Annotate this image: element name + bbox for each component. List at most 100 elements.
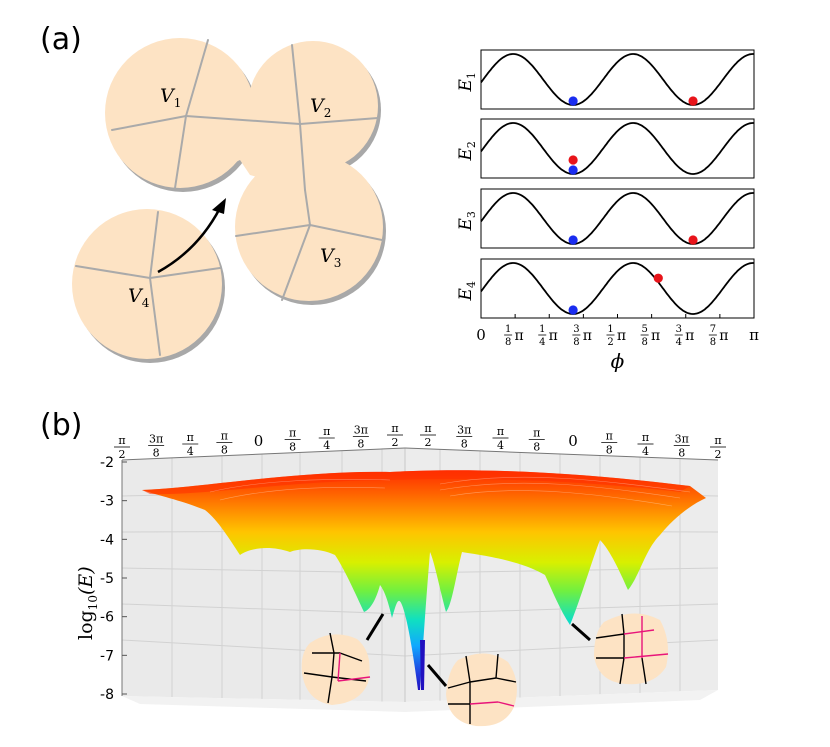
z-tick-label: -7 bbox=[100, 648, 114, 664]
top-tick-label: 3π8 bbox=[456, 424, 473, 451]
top-tick-label: 3π8 bbox=[352, 424, 369, 451]
red-state-marker-4 bbox=[653, 273, 663, 283]
svg-text:3π: 3π bbox=[149, 433, 163, 446]
svg-text:3: 3 bbox=[676, 324, 682, 335]
surface-minimum-spike bbox=[420, 640, 425, 690]
svg-text:4: 4 bbox=[642, 445, 649, 458]
inset-pointer-3 bbox=[571, 622, 591, 642]
svg-text:π: π bbox=[642, 431, 649, 444]
svg-text:3π: 3π bbox=[675, 433, 689, 446]
surface-body bbox=[142, 470, 706, 690]
svg-text:8: 8 bbox=[153, 447, 160, 460]
inset-pointer-2 bbox=[426, 664, 448, 687]
red-state-marker-3 bbox=[688, 235, 698, 245]
svg-text:π: π bbox=[221, 430, 228, 443]
energy-axis-label-1: E1 bbox=[456, 72, 478, 92]
energy-curve-4 bbox=[480, 262, 754, 315]
svg-text:8: 8 bbox=[606, 444, 613, 457]
inset-config-2 bbox=[446, 653, 517, 727]
top-tick-label: π2 bbox=[387, 422, 403, 449]
cell-diagram: V1 V2 V3 V4 bbox=[72, 38, 386, 363]
svg-text:4: 4 bbox=[497, 439, 504, 452]
z-tick-label: -2 bbox=[100, 455, 114, 471]
svg-text:7: 7 bbox=[710, 324, 716, 335]
top-tick-label: π8 bbox=[284, 427, 301, 454]
z-tick-label: -6 bbox=[100, 610, 114, 626]
z-tick-label: -5 bbox=[100, 571, 114, 587]
svg-text:π: π bbox=[606, 430, 613, 443]
svg-text:4: 4 bbox=[539, 337, 545, 348]
svg-text:2: 2 bbox=[119, 448, 126, 461]
top-tick-label: π4 bbox=[318, 425, 335, 452]
svg-text:8: 8 bbox=[710, 337, 716, 348]
cell-v4 bbox=[72, 209, 222, 359]
svg-text:4: 4 bbox=[676, 337, 682, 348]
cell-v1 bbox=[105, 38, 255, 188]
svg-text:π: π bbox=[685, 328, 694, 344]
svg-text:3π: 3π bbox=[354, 424, 368, 437]
svg-text:4: 4 bbox=[323, 439, 330, 452]
blue-state-marker-2 bbox=[568, 165, 578, 175]
top-tick-label: π2 bbox=[420, 422, 436, 449]
svg-text:π: π bbox=[497, 425, 504, 438]
configuration-insets bbox=[301, 613, 669, 727]
svg-text:2: 2 bbox=[607, 337, 613, 348]
inset-config-1 bbox=[301, 632, 371, 705]
top-tick-label: π8 bbox=[601, 430, 618, 457]
energy-plot-2 bbox=[480, 118, 755, 179]
surface-mesh bbox=[209, 476, 691, 507]
svg-text:2: 2 bbox=[392, 436, 399, 449]
svg-text:π: π bbox=[549, 328, 558, 344]
z-tick-label: -4 bbox=[100, 532, 114, 548]
svg-text:8: 8 bbox=[678, 447, 685, 460]
energy-axis-label-2: E2 bbox=[456, 141, 478, 161]
svg-text:8: 8 bbox=[573, 337, 579, 348]
svg-text:π: π bbox=[617, 328, 626, 344]
top-tick-label: π4 bbox=[637, 431, 654, 458]
cell-label-v1: V1 bbox=[160, 85, 181, 110]
phi-axis-label: ϕ bbox=[611, 349, 625, 373]
panel-b-label: (b) bbox=[40, 408, 83, 443]
svg-text:3π: 3π bbox=[457, 424, 471, 437]
cell-label-v3: V3 bbox=[320, 245, 341, 270]
svg-text:4: 4 bbox=[187, 445, 194, 458]
blue-state-marker-3 bbox=[568, 235, 578, 245]
red-state-marker-1 bbox=[688, 96, 698, 106]
top-tick-label: π4 bbox=[182, 431, 199, 458]
top-tick-label: 3π8 bbox=[673, 433, 690, 460]
svg-text:1: 1 bbox=[607, 324, 613, 335]
move-arrow bbox=[157, 207, 222, 274]
floor bbox=[122, 690, 718, 712]
svg-text:2: 2 bbox=[425, 436, 432, 449]
svg-text:π: π bbox=[187, 431, 194, 444]
cell-label-v4: V4 bbox=[128, 285, 150, 310]
energy-plot-1 bbox=[480, 49, 755, 110]
top-tick-label: 0 bbox=[254, 432, 264, 450]
top-tick-label: π8 bbox=[216, 430, 233, 457]
svg-text:π: π bbox=[323, 425, 330, 438]
svg-text:8: 8 bbox=[505, 337, 511, 348]
phi-tick-label: 0 bbox=[476, 326, 486, 344]
svg-text:8: 8 bbox=[641, 337, 647, 348]
energy-plot-3 bbox=[480, 188, 755, 249]
energy-axis-label-3: E3 bbox=[456, 211, 478, 231]
top-tick-label: π2 bbox=[114, 434, 130, 461]
svg-text:π: π bbox=[424, 422, 431, 435]
top-tick-label: π2 bbox=[710, 434, 726, 461]
move-arrow-head bbox=[212, 198, 226, 214]
svg-text:π: π bbox=[583, 328, 592, 344]
energy-curve-1 bbox=[480, 53, 754, 106]
svg-text:π: π bbox=[391, 422, 398, 435]
top-tick-label: 3π8 bbox=[148, 433, 165, 460]
energy-plot-4 bbox=[480, 258, 755, 319]
svg-text:π: π bbox=[533, 427, 540, 440]
